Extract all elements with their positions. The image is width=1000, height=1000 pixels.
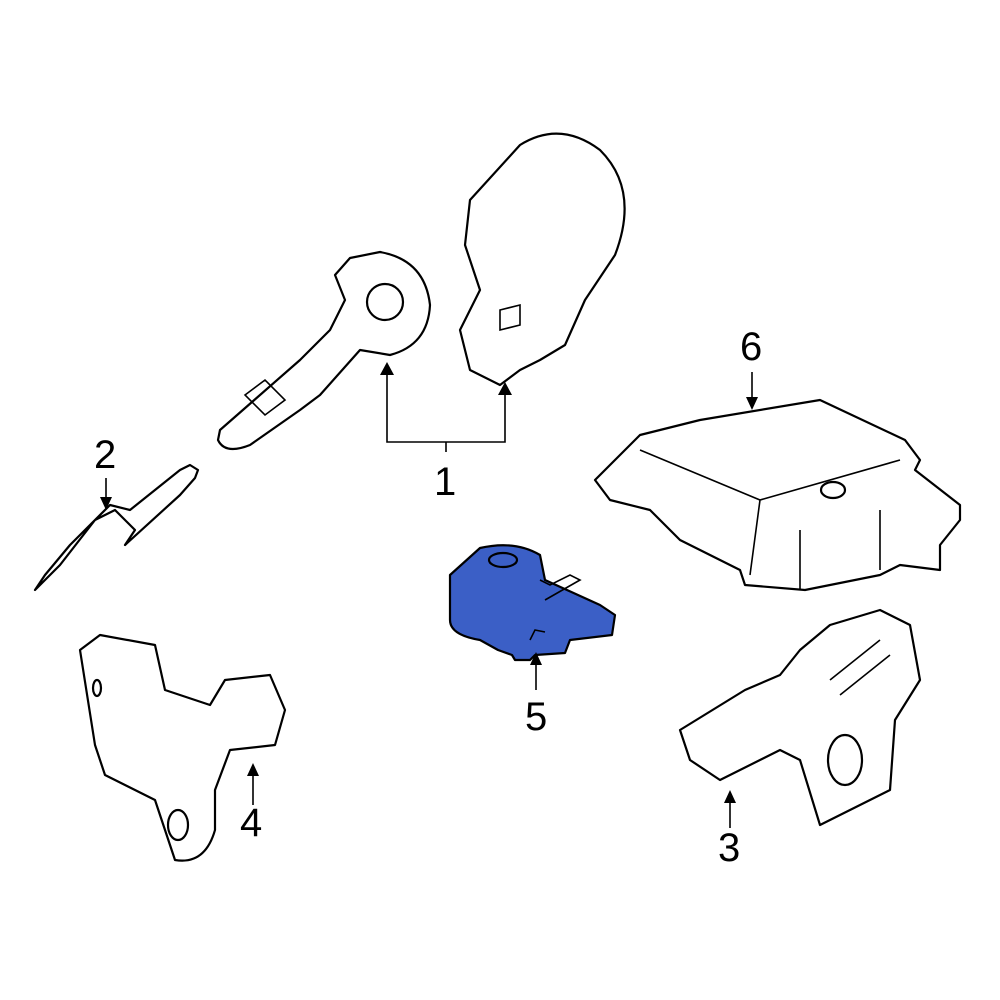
knock-sensor-part[interactable] [448,544,617,662]
callout-1[interactable]: 1 [434,460,457,504]
spark-plug-part[interactable] [33,463,200,592]
camshaft-sensor-part[interactable] [678,608,922,827]
callout-2[interactable]: 2 [94,433,117,477]
callout-5[interactable]: 5 [525,695,548,739]
callout-6[interactable]: 6 [740,325,763,369]
ecm-part[interactable] [593,398,962,592]
ignition-coil-connector-part[interactable] [458,132,626,387]
crankshaft-sensor-part[interactable] [78,633,287,862]
callout-4[interactable]: 4 [240,801,263,845]
callout-3[interactable]: 3 [718,826,741,870]
ignition-coil-part[interactable] [216,250,432,451]
